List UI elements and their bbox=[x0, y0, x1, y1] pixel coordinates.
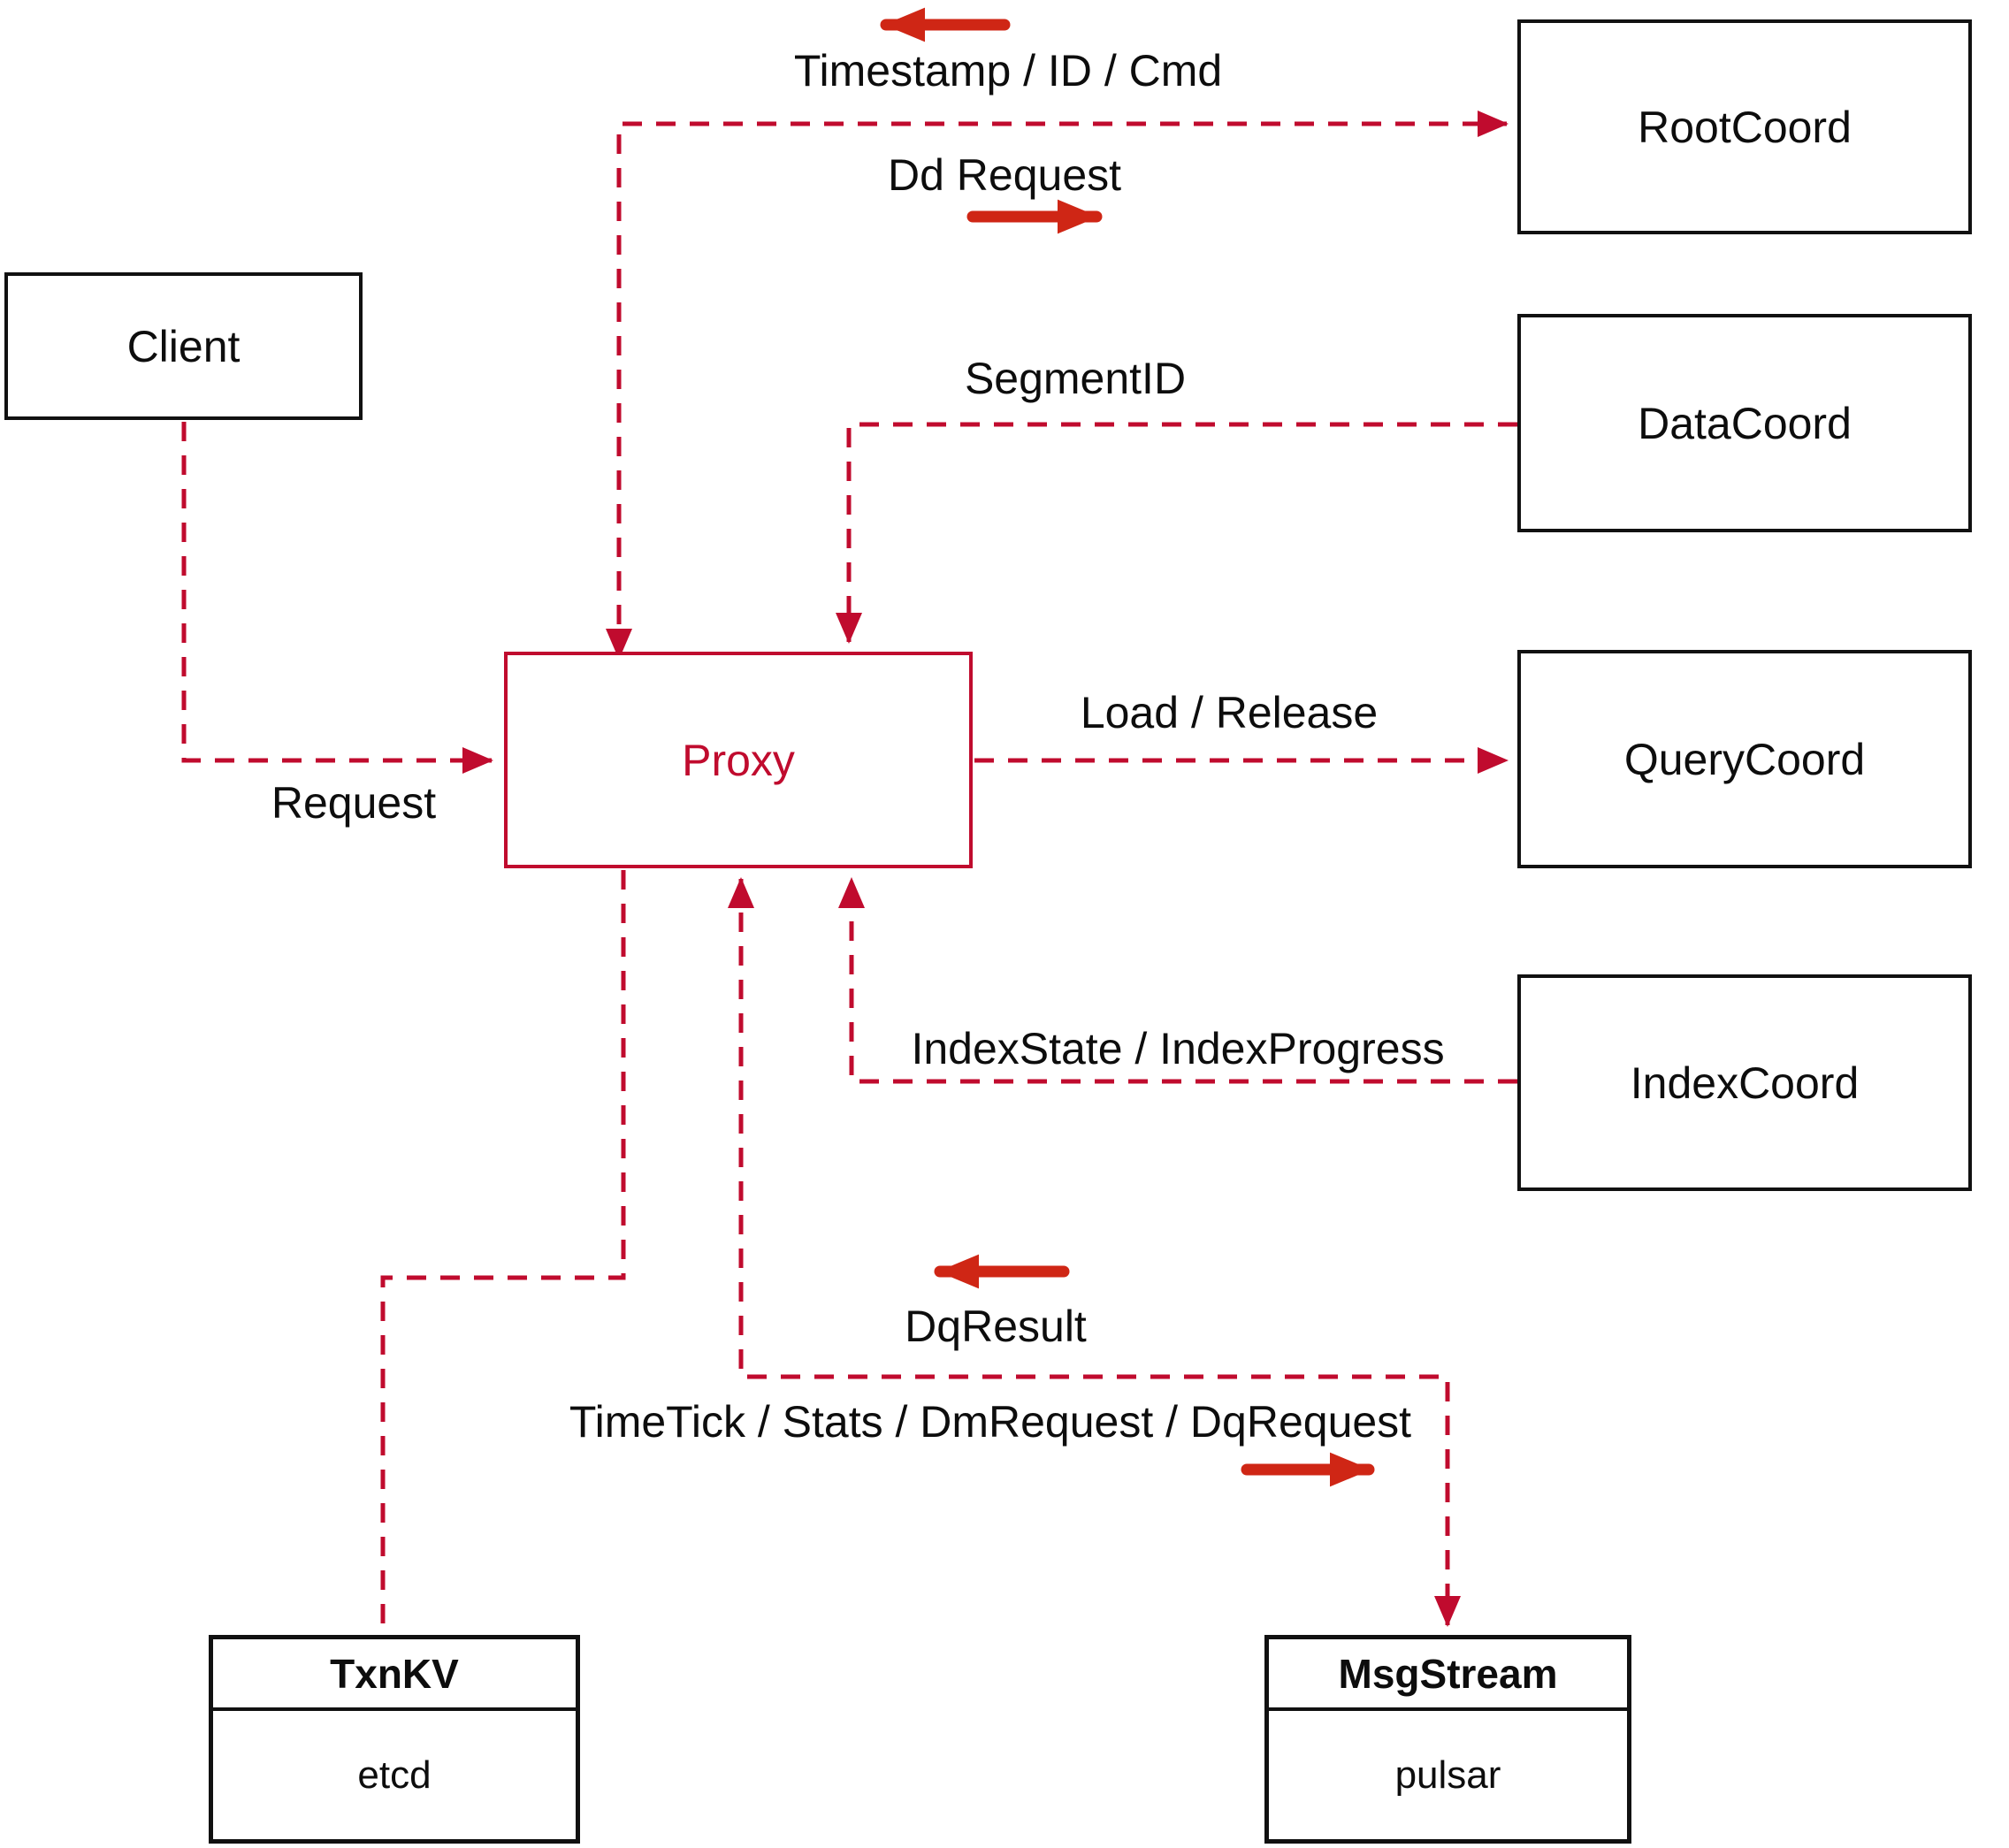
node-msgstream: MsgStream pulsar bbox=[1264, 1635, 1631, 1844]
node-txnkv-subtitle: etcd bbox=[357, 1753, 432, 1797]
edge-proxy-rootcoord bbox=[606, 111, 1509, 661]
edge-label-segment-id: SegmentID bbox=[964, 354, 1187, 403]
edge-client-proxy bbox=[181, 422, 494, 774]
edge-label-timestamp: Timestamp / ID / Cmd bbox=[793, 46, 1223, 95]
edge-label-time-tick: TimeTick / Stats / DmRequest / DqRequest bbox=[569, 1397, 1412, 1447]
node-indexcoord: IndexCoord bbox=[1517, 974, 1972, 1191]
node-msgstream-title: MsgStream bbox=[1269, 1639, 1627, 1711]
node-indexcoord-label: IndexCoord bbox=[1630, 1058, 1860, 1108]
edge-label-request: Request bbox=[271, 778, 437, 828]
node-txnkv: TxnKV etcd bbox=[209, 1635, 580, 1844]
edge-datacoord-proxy bbox=[836, 422, 1517, 645]
edge-proxy-msgstream bbox=[728, 876, 1461, 1628]
edge-label-load-release: Load / Release bbox=[1080, 688, 1379, 737]
node-querycoord: QueryCoord bbox=[1517, 650, 1972, 868]
edge-label-index-state: IndexState / IndexProgress bbox=[911, 1024, 1445, 1073]
edge-proxy-txnkv bbox=[380, 870, 626, 1633]
node-datacoord: DataCoord bbox=[1517, 314, 1972, 532]
node-rootcoord-label: RootCoord bbox=[1638, 102, 1852, 152]
node-msgstream-subtitle: pulsar bbox=[1394, 1753, 1501, 1797]
edge-label-dq-result: DqResult bbox=[905, 1302, 1087, 1351]
node-querycoord-label: QueryCoord bbox=[1623, 734, 1866, 784]
node-rootcoord: RootCoord bbox=[1517, 19, 1972, 234]
node-txnkv-title: TxnKV bbox=[213, 1639, 576, 1711]
node-proxy: Proxy bbox=[504, 652, 973, 868]
node-client-label: Client bbox=[126, 321, 241, 371]
node-proxy-label: Proxy bbox=[682, 735, 795, 785]
node-datacoord-label: DataCoord bbox=[1638, 398, 1852, 448]
node-client: Client bbox=[4, 272, 363, 420]
edge-label-dd-request: Dd Request bbox=[887, 150, 1122, 200]
